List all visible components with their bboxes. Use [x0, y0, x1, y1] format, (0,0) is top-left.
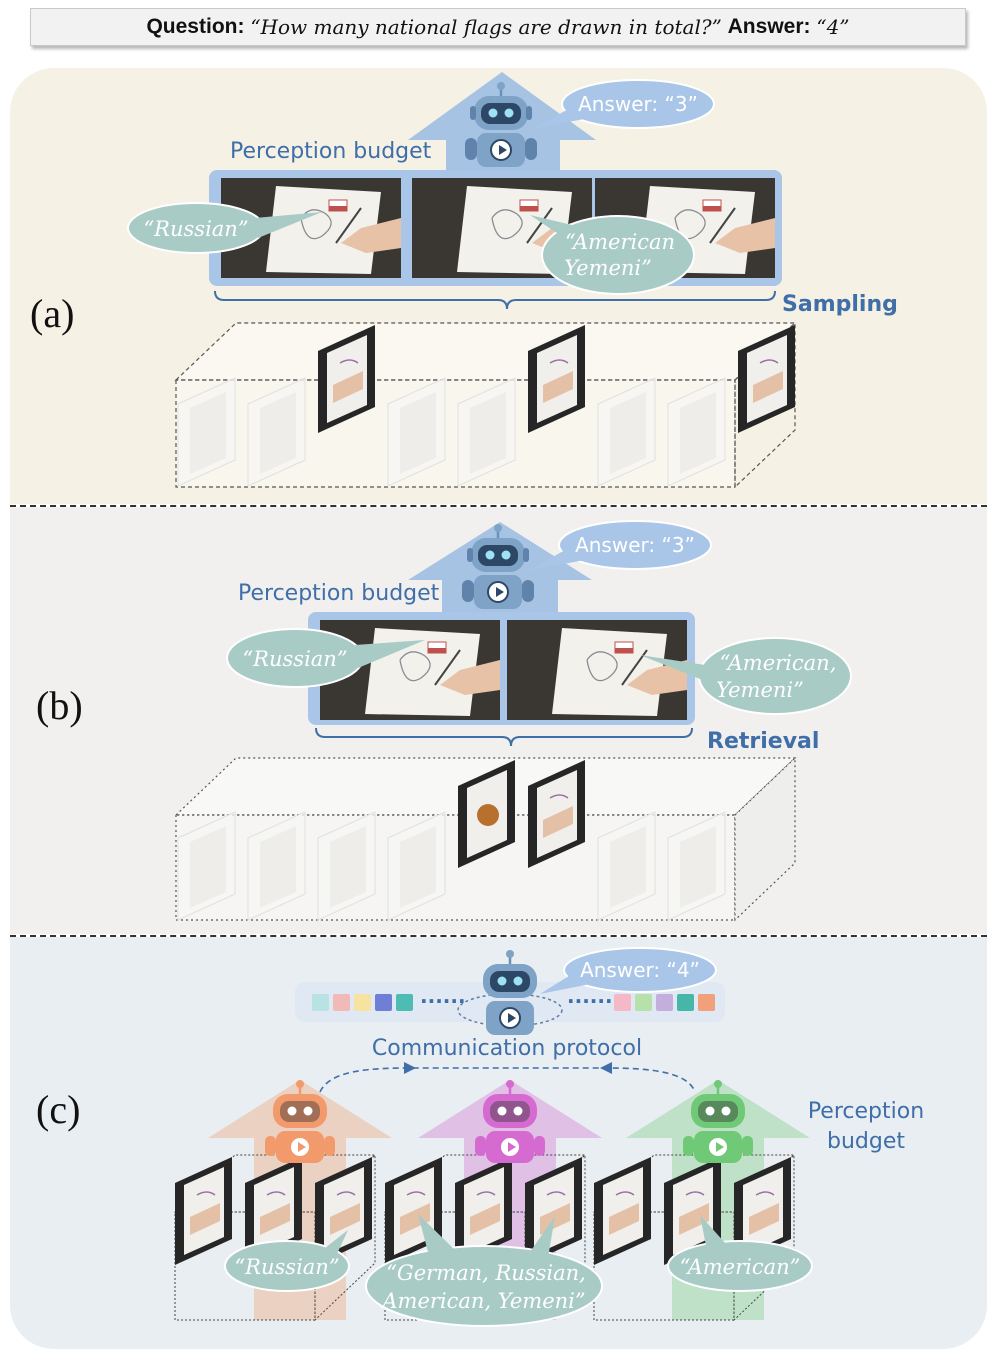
- token: [312, 994, 329, 1011]
- speech-bubble: [365, 1245, 603, 1327]
- panel-c-bubble-left: “Russian”: [234, 1255, 339, 1279]
- panel-b-label: (b): [36, 683, 83, 728]
- question-bar: Question: “How many national flags are d…: [30, 8, 966, 46]
- agent-robot-icon: [265, 1080, 335, 1163]
- panel-b-retrieval: Retrieval: [707, 729, 819, 754]
- panel-c-answer: Answer: “4”: [580, 958, 700, 982]
- agent-frame-slab: [593, 1156, 652, 1266]
- panel-c-bubble-right: “American”: [680, 1255, 801, 1279]
- token: [396, 994, 413, 1011]
- panel-a: Answer: “3” Perception budget “Russian” …: [127, 72, 898, 489]
- panel-c: ······ ······ Answer: “4” Communication …: [173, 947, 924, 1327]
- token: [677, 994, 694, 1011]
- answer-bubble-icon: [558, 520, 712, 570]
- panel-a-bubble-right-l2: Yemeni”: [564, 256, 652, 280]
- panel-b-answer: Answer: “3”: [575, 533, 695, 557]
- panel-b: Answer: “3” Perception budget “Russian” …: [174, 520, 852, 922]
- token-row-left: [312, 994, 413, 1011]
- panel-b-bubble-right-l1: “American,: [720, 651, 837, 675]
- agent-frame-slab: [174, 1156, 233, 1266]
- panel-a-bubble-left: “Russian”: [143, 217, 248, 241]
- panel-b-perception-budget: Perception budget: [238, 581, 440, 606]
- panel-c-label: (c): [36, 1087, 81, 1132]
- panel-a-bubble-right-l1: “American: [565, 230, 675, 254]
- video-block-top: [174, 322, 797, 381]
- panel-a-perception-budget: Perception budget: [230, 139, 432, 164]
- robot-icon: [481, 948, 539, 1037]
- separator-bc: [10, 935, 987, 937]
- token: [614, 994, 631, 1011]
- speech-bubble: [698, 637, 852, 715]
- question-text: “How many national flags are drawn in to…: [250, 15, 722, 39]
- panel-c-communication-protocol: Communication protocol: [372, 1036, 642, 1061]
- token: [698, 994, 715, 1011]
- speech-bubble: [224, 1240, 350, 1292]
- panel-c-bubble-mid-l2: American, Yemeni”: [380, 1289, 585, 1313]
- retrieved-frame-2: [506, 619, 688, 721]
- panel-b-bubble-left: “Russian”: [242, 647, 347, 671]
- retrieval-brace: [315, 727, 693, 747]
- agent-robot-icon: [683, 1080, 753, 1163]
- speech-bubble: [667, 1240, 813, 1292]
- panel-c-perception-l2: budget: [827, 1129, 905, 1154]
- panel-a-answer: Answer: “3”: [578, 92, 698, 116]
- token: [635, 994, 652, 1011]
- panel-a-label: (a): [30, 291, 75, 336]
- speech-bubble: [541, 215, 695, 295]
- token: [333, 994, 350, 1011]
- answer-bubble-icon: [561, 79, 715, 129]
- token: [375, 994, 392, 1011]
- question-label: Question:: [146, 15, 245, 38]
- token-ellipsis: ······: [567, 989, 613, 1013]
- panel-c-perception-l1: Perception: [808, 1099, 924, 1124]
- panel-c-bubble-mid-l1: “German, Russian,: [386, 1261, 586, 1285]
- token: [656, 994, 673, 1011]
- panel-a-sampling: Sampling: [782, 292, 898, 317]
- token: [354, 994, 371, 1011]
- answer-text: “4”: [816, 15, 850, 39]
- panel-b-bubble-right-l2: Yemeni”: [716, 678, 804, 702]
- token-row-right: [614, 994, 715, 1011]
- answer-bubble-icon: [563, 947, 717, 993]
- answer-label: Answer:: [727, 15, 811, 38]
- separator-ab: [10, 505, 987, 507]
- agent-robot-icon: [475, 1080, 545, 1163]
- communication-arrows: [319, 1067, 696, 1093]
- sampling-brace: [214, 290, 776, 310]
